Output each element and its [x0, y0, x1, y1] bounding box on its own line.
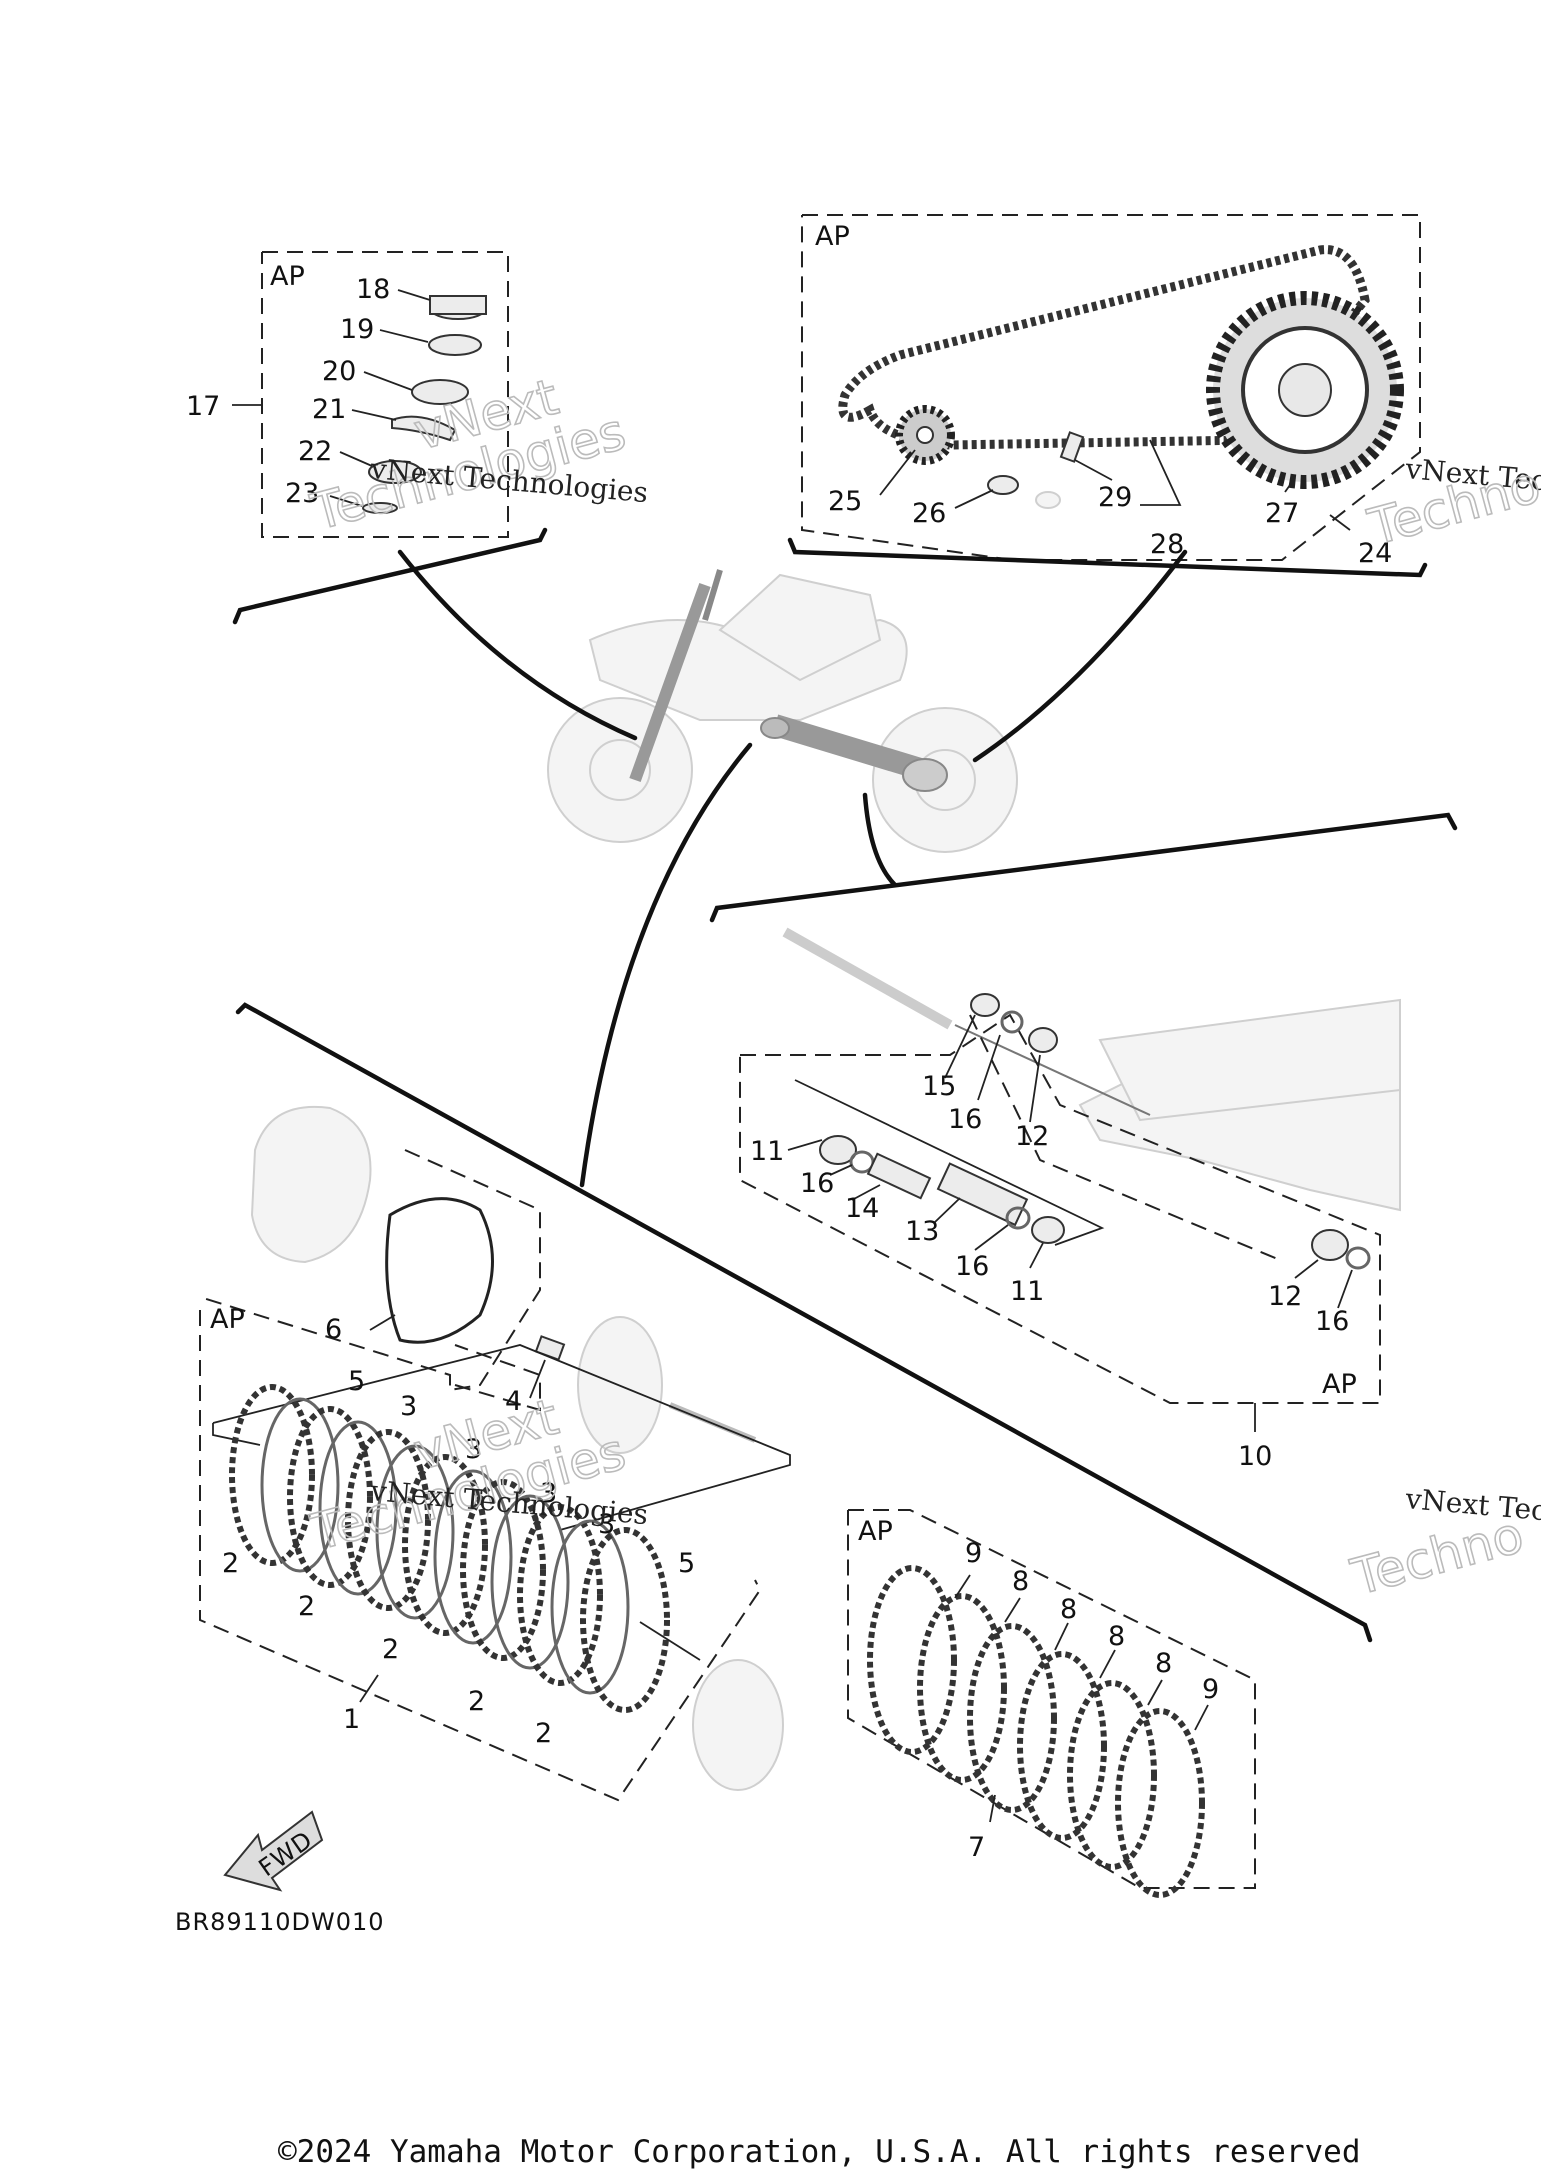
chain-joint	[1059, 431, 1085, 463]
callout-13: 13	[905, 1216, 939, 1247]
callout-11: 11	[750, 1136, 784, 1167]
callout-17: 17	[186, 391, 220, 422]
bearing-part	[428, 334, 482, 356]
bushing-part	[970, 993, 1000, 1017]
callout-15: 15	[922, 1071, 956, 1102]
callout-23: 23	[285, 478, 319, 509]
callout-9: 9	[965, 1538, 982, 1569]
ap-label: AP	[858, 1516, 893, 1547]
swingarm-group: AP 15 16 12 11 16 14 13 16 11	[709, 812, 1458, 1472]
bearing-part	[1311, 1229, 1349, 1261]
bracket-line	[232, 527, 548, 625]
washer-part	[362, 502, 398, 514]
seal-ring	[1005, 1206, 1031, 1230]
bracket-line	[787, 537, 1428, 578]
callout-14: 14	[845, 1193, 879, 1224]
connector-line	[972, 549, 1188, 763]
bracket-line	[235, 1002, 1373, 1643]
callout-5: 5	[348, 1366, 365, 1397]
callout-24: 24	[1358, 538, 1392, 569]
callout-12: 12	[1268, 1281, 1302, 1312]
callout-2: 2	[535, 1718, 552, 1749]
callout-1: 1	[343, 1704, 360, 1735]
callout-2: 2	[222, 1548, 239, 1579]
callout-20: 20	[322, 356, 356, 387]
seal-ring	[1345, 1246, 1371, 1270]
callout-11: 11	[1010, 1276, 1044, 1307]
callout-16: 16	[1315, 1306, 1349, 1337]
collar-part	[866, 1152, 932, 1200]
spring-part	[534, 1335, 566, 1361]
callout-8: 8	[1155, 1648, 1172, 1679]
callout-8: 8	[1108, 1621, 1125, 1652]
callout-3: 3	[400, 1391, 417, 1422]
clip-part	[391, 415, 457, 442]
callout-29: 29	[1098, 482, 1132, 513]
callout-28: 28	[1150, 529, 1184, 560]
seal-part	[411, 379, 469, 405]
callout-2: 2	[382, 1634, 399, 1665]
ap-label: AP	[270, 261, 305, 292]
callout-5: 5	[678, 1548, 695, 1579]
callout-12: 12	[1015, 1121, 1049, 1152]
connector-line	[579, 742, 753, 1188]
bracket-line	[709, 812, 1458, 923]
callout-26: 26	[912, 498, 946, 529]
drawing-code: BR89110DW010	[175, 1908, 385, 1936]
callout-25: 25	[828, 486, 862, 517]
callout-16: 16	[955, 1251, 989, 1282]
callout-3: 3	[465, 1434, 482, 1465]
callout-8: 8	[1012, 1566, 1029, 1597]
callout-4: 4	[505, 1386, 522, 1417]
callout-2: 2	[468, 1686, 485, 1717]
connector-line	[862, 792, 898, 888]
bearing-part	[819, 1135, 857, 1165]
callout-7: 7	[968, 1832, 985, 1863]
callout-6: 6	[325, 1314, 342, 1345]
clutch-group: AP 6 4 5 3	[199, 1002, 1373, 1802]
clutch-plate-stack	[229, 1384, 701, 1713]
callout-3: 3	[598, 1509, 615, 1540]
callout-2: 2	[298, 1591, 315, 1622]
callout-10: 10	[1238, 1441, 1272, 1472]
callout-27: 27	[1265, 498, 1299, 529]
forward-arrow: FWD	[223, 1810, 324, 1892]
bearing-part	[1031, 1216, 1065, 1244]
callout-9: 9	[1202, 1674, 1219, 1705]
bushing-part	[368, 460, 422, 484]
callout-16: 16	[948, 1104, 982, 1135]
copyright-notice: ©2024 Yamaha Motor Corporation, U.S.A. A…	[278, 2134, 1361, 2170]
callout-16: 16	[800, 1168, 834, 1199]
motorcycle-silhouette	[547, 569, 1018, 853]
ap-label: AP	[815, 221, 850, 252]
bearing-kit-group: AP 17 18 19 20 21 22 23	[186, 251, 548, 625]
gasket-part	[385, 1197, 494, 1344]
svg-text:Techno: Techno	[1345, 1505, 1529, 1606]
callout-21: 21	[312, 394, 346, 425]
seal-ring	[1000, 1010, 1024, 1034]
callout-19: 19	[340, 314, 374, 345]
shaft-part	[936, 1162, 1029, 1227]
bushing-part	[1028, 1027, 1058, 1053]
callout-8: 8	[1060, 1594, 1077, 1625]
callout-18: 18	[356, 274, 390, 305]
drive-chain-group: AP 25 26 29 28 27 24	[787, 214, 1428, 578]
callout-22: 22	[298, 436, 332, 467]
callout-3: 3	[540, 1478, 557, 1509]
ap-label: AP	[210, 1304, 245, 1335]
clutch-plate-set-group: AP 9 8 8 8 8 9 7	[847, 1509, 1256, 1898]
bearing-part	[429, 295, 487, 315]
washer-part	[987, 475, 1019, 495]
connector-line	[397, 549, 638, 741]
ap-label: AP	[1322, 1369, 1357, 1400]
